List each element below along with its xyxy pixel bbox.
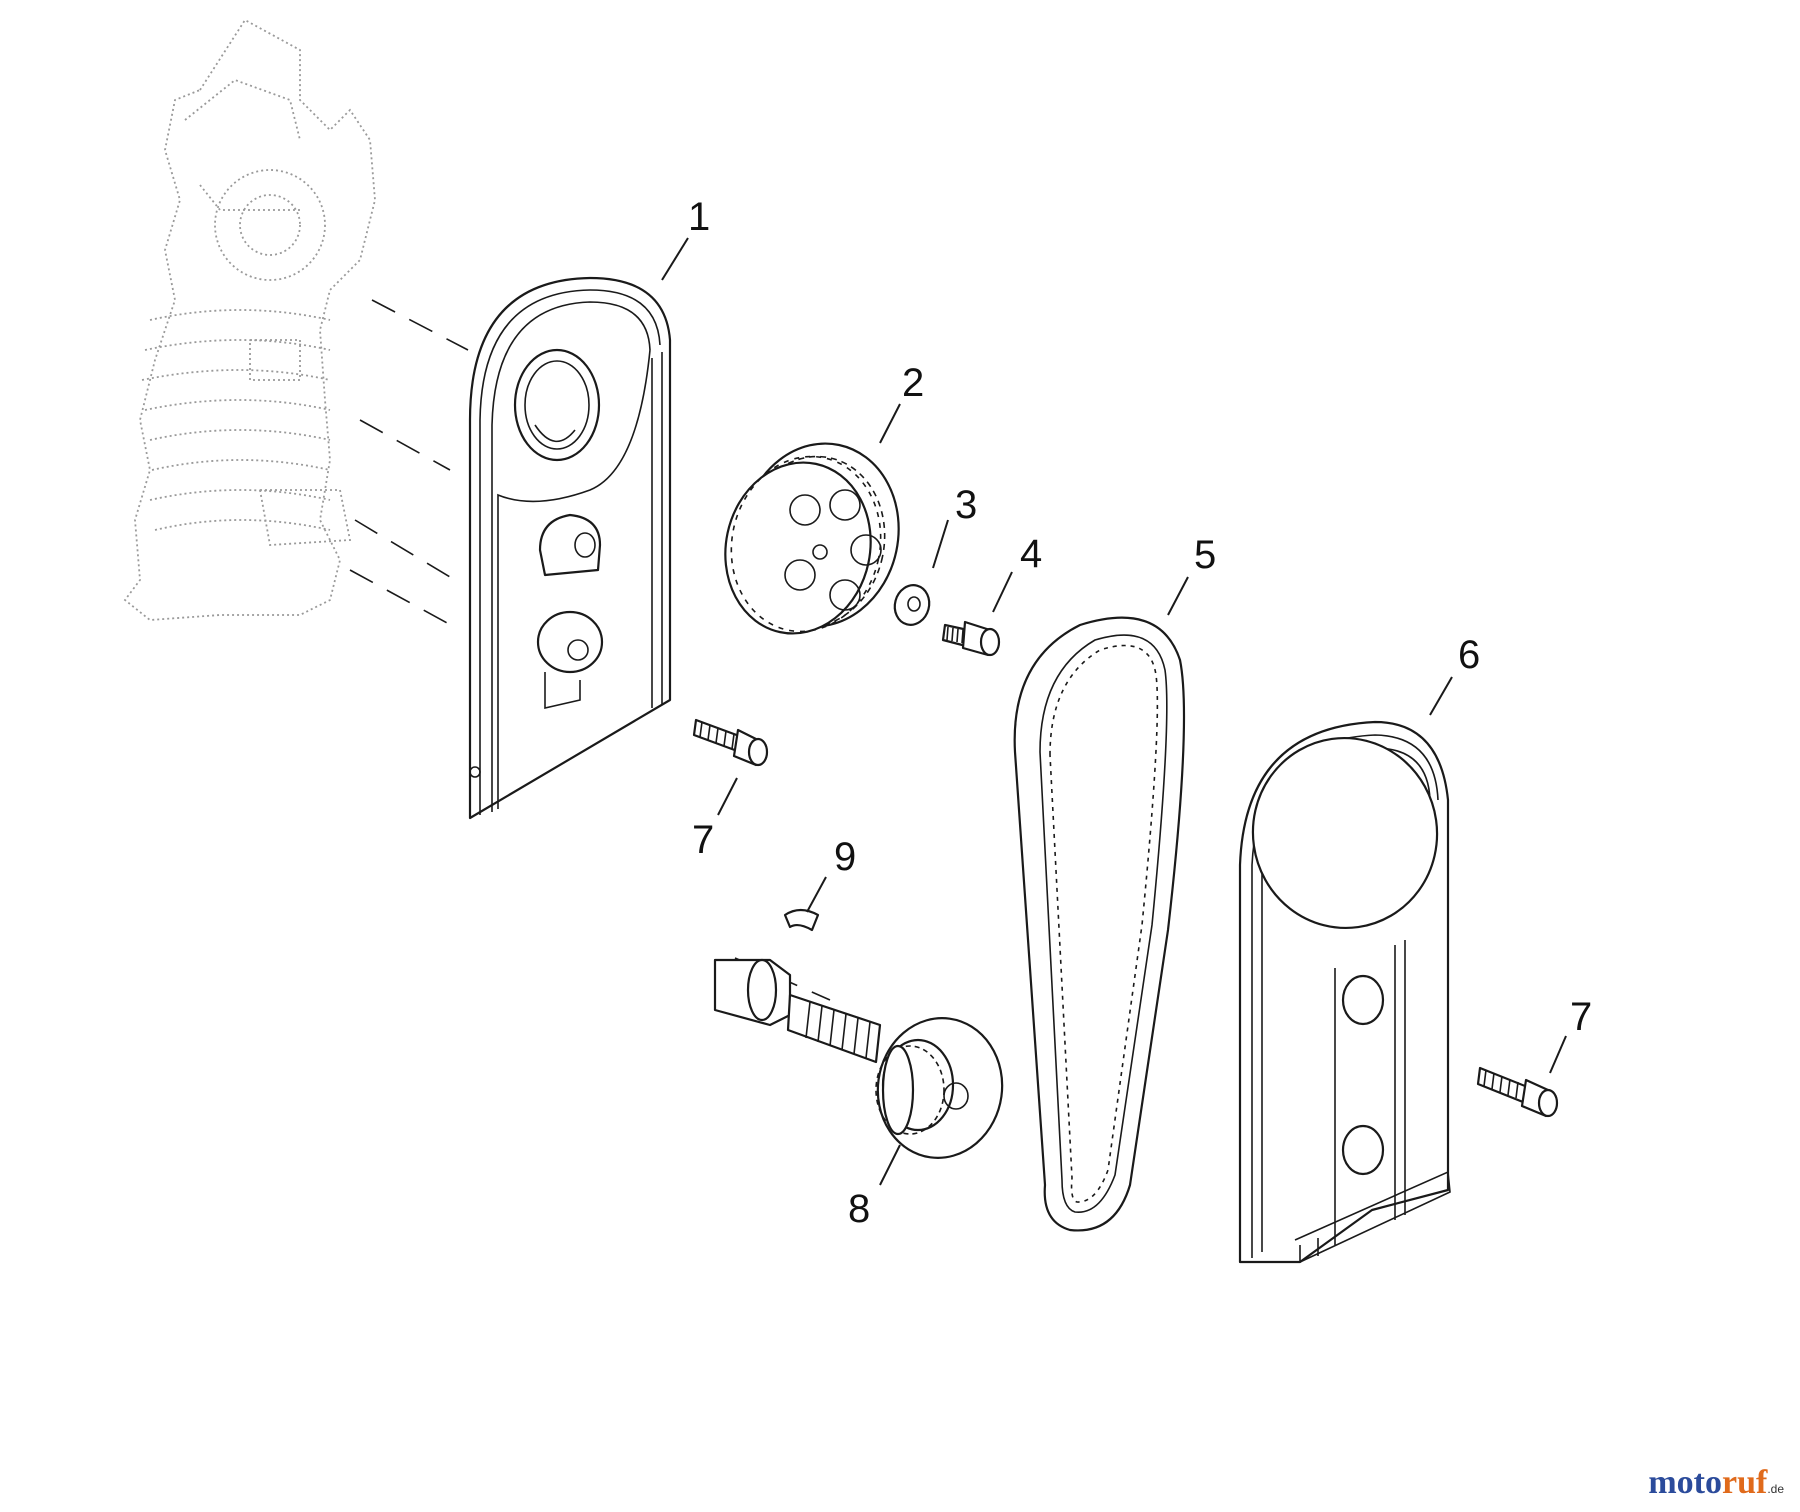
- leader-lines: [661, 237, 1567, 1186]
- callout-4: 4: [1020, 532, 1042, 576]
- part-7-screw-a: [692, 718, 769, 767]
- callout-1: 1: [688, 195, 710, 239]
- watermark-logo: motoruf.de: [1648, 1464, 1784, 1502]
- callout-9: 9: [834, 835, 856, 879]
- part-8-crankshaft-pulley: [713, 958, 1004, 1159]
- part-9-woodruff-key: [783, 908, 820, 932]
- callout-3: 3: [955, 483, 977, 527]
- callout-5: 5: [1194, 533, 1216, 577]
- engine-block-ghost: [123, 18, 376, 621]
- watermark-part2: ruf: [1721, 1464, 1768, 1501]
- callout-2: 2: [902, 361, 924, 405]
- callout-8: 8: [848, 1187, 870, 1231]
- part-6-front-belt-cover: [1238, 720, 1451, 1264]
- part-3-washer: [893, 584, 931, 626]
- callout-7a: 7: [692, 818, 714, 862]
- callout-6: 6: [1458, 633, 1480, 677]
- part-4-screw: [941, 620, 1001, 657]
- callout-labels: 1 2 3 4 5 6 7 7 8 9: [688, 195, 1592, 1231]
- watermark-suffix: .de: [1767, 1482, 1784, 1496]
- part-1-rear-belt-cover: [468, 276, 672, 820]
- part-2-camshaft-pulley: [724, 442, 900, 635]
- callout-7b: 7: [1570, 995, 1592, 1039]
- part-7-screw-b: [1476, 1066, 1559, 1118]
- part-5-timing-belt: [1013, 616, 1186, 1232]
- watermark-part1: moto: [1648, 1464, 1722, 1501]
